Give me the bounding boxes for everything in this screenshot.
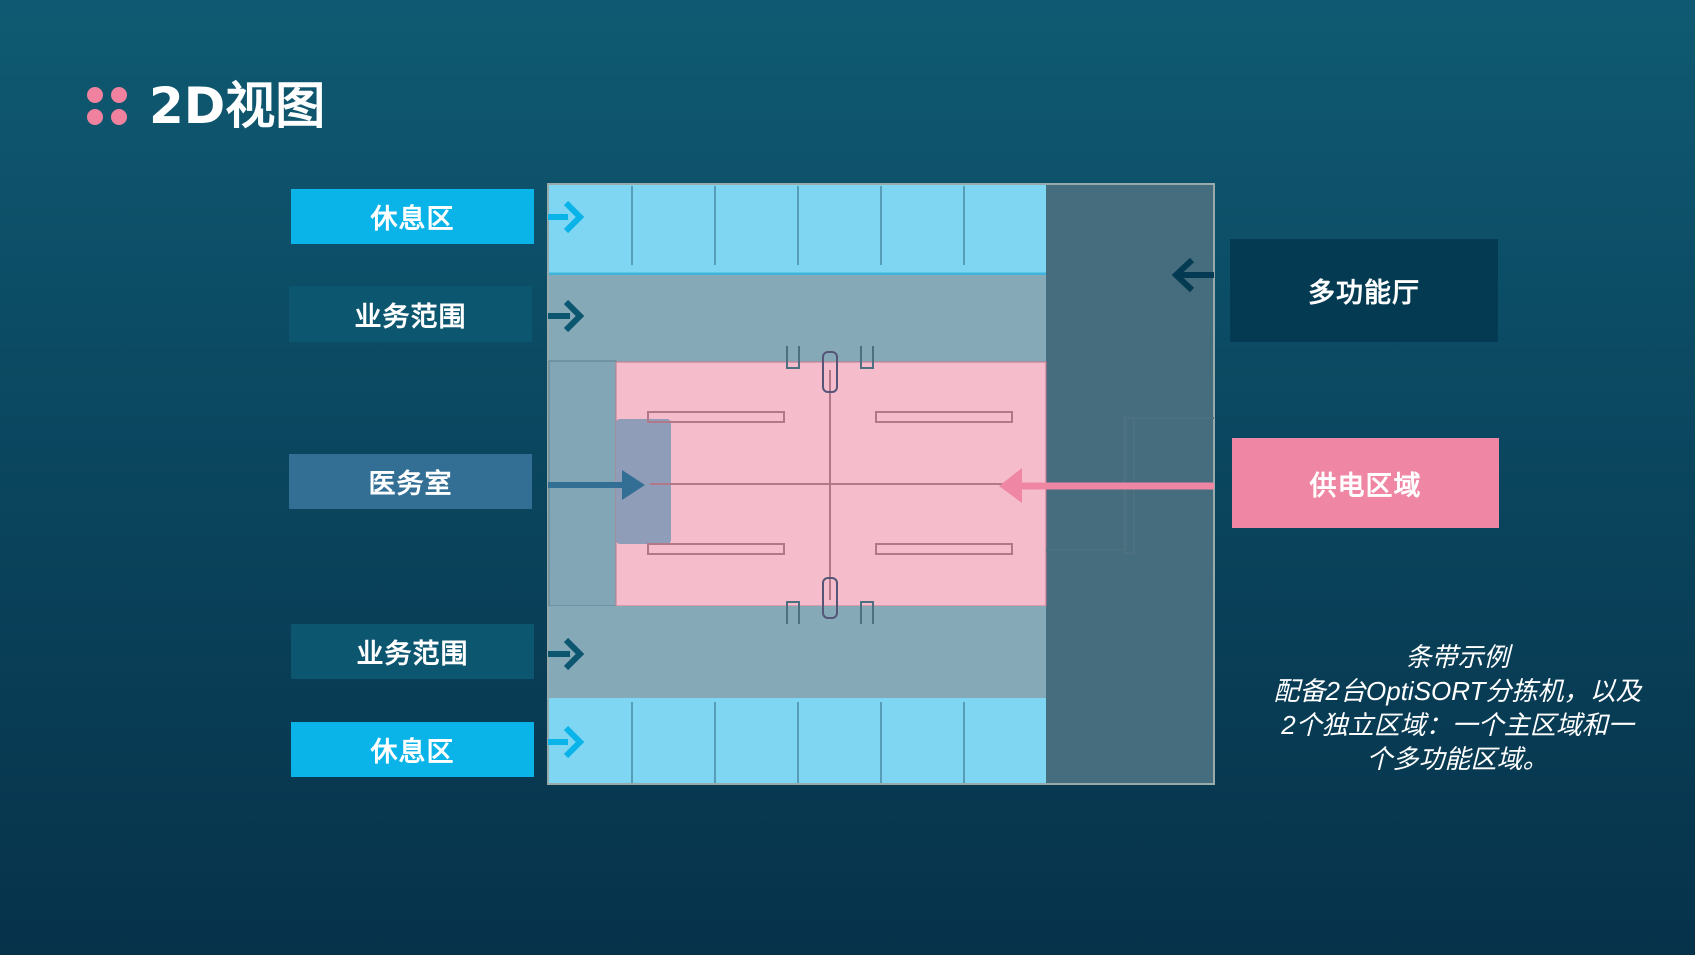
note-line: 2个独立区域：一个主区域和一 <box>1281 710 1634 740</box>
floor-plan <box>547 183 1215 785</box>
label-medical-room: 医务室 <box>289 454 532 509</box>
note-line: 个多功能区域。 <box>1366 744 1549 774</box>
arrow-business-bottom <box>548 637 585 671</box>
label-business-area-top: 业务范围 <box>289 286 532 342</box>
arrow-business-top <box>548 299 585 333</box>
sorter-lines <box>647 351 1013 619</box>
business-zone-bottom <box>549 606 1046 698</box>
business-zone-top <box>549 275 1046 361</box>
label-business-area-bottom: 业务范围 <box>291 624 534 679</box>
label-rest-area-top: 休息区 <box>291 189 534 244</box>
page-title: 2D视图 <box>149 77 326 135</box>
four-dots-icon <box>87 87 131 127</box>
arrow-rest-bottom <box>548 725 585 759</box>
arrow-hall <box>1171 257 1214 293</box>
medical-zone <box>616 419 671 544</box>
note-line: 配备2台OptiSORT分拣机，以及 <box>1273 676 1642 706</box>
label-multifunction-hall: 多功能厅 <box>1230 239 1498 342</box>
arrows <box>548 200 1214 759</box>
label-power-area: 供电区域 <box>1232 438 1499 528</box>
note-line: 条带示例 <box>1405 642 1510 672</box>
arrow-rest-top <box>548 200 585 234</box>
caption-note: 条带示例 配备2台OptiSORT分拣机，以及 2个独立区域：一个主区域和一 个… <box>1245 640 1670 776</box>
label-rest-area-bottom: 休息区 <box>291 722 534 777</box>
